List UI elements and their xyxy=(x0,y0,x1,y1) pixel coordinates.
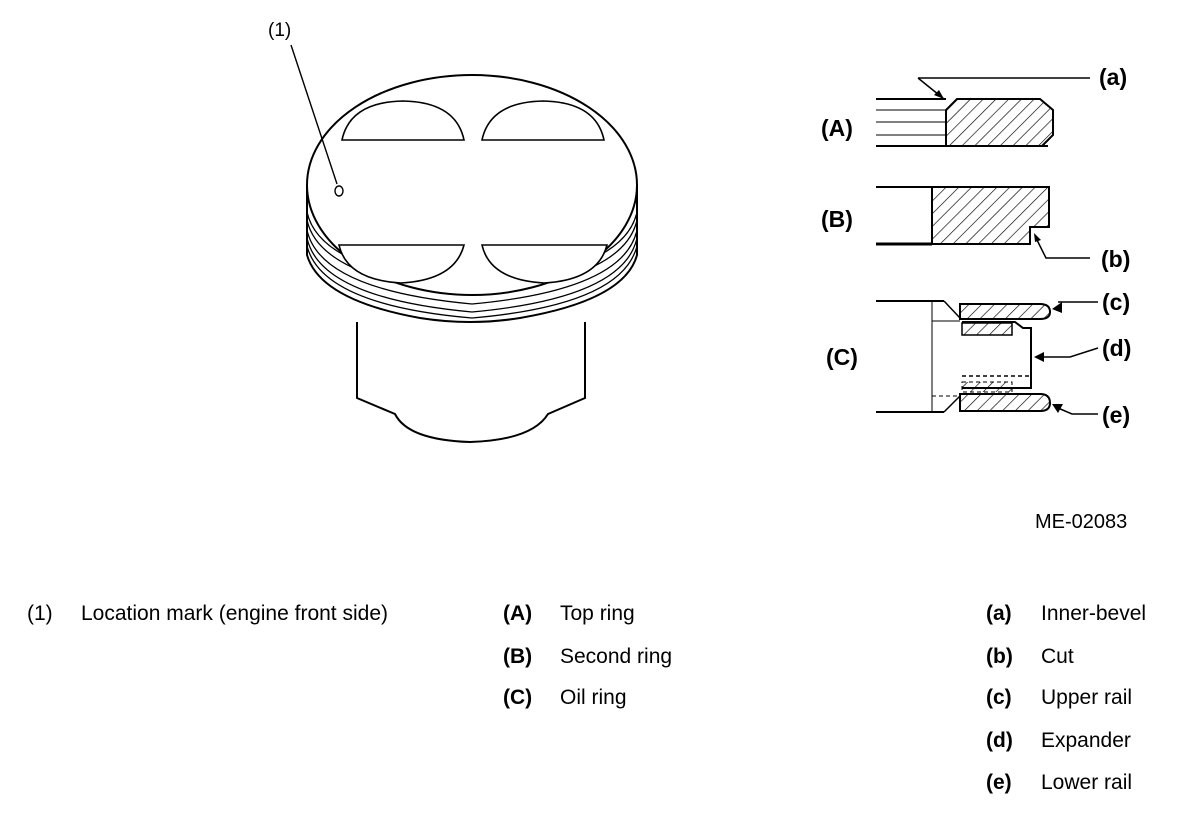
legend-item-1: (1) Location mark (engine front side) xyxy=(27,602,467,626)
valve-recess xyxy=(337,244,466,284)
ring-groove-line xyxy=(306,245,638,319)
expander-leader xyxy=(1037,347,1099,358)
detail-label-a: (a) xyxy=(1099,64,1127,90)
ring-groove-line xyxy=(306,237,638,313)
detail-label-c: (c) xyxy=(1102,289,1130,315)
legend-item-c-upper: (C) Oil ring xyxy=(503,686,743,710)
detail-label-d: (d) xyxy=(1102,335,1131,361)
ring-label-c: (C) xyxy=(826,344,858,370)
ring-label-b: (B) xyxy=(821,206,853,232)
figure-id: ME-02083 xyxy=(1035,511,1127,533)
lower-rail-leader xyxy=(1057,407,1098,415)
legend-item-a-upper: (A) Top ring xyxy=(503,602,743,626)
legend-code: (a) xyxy=(986,602,1012,625)
legend-item-e-lower: (e) Lower rail xyxy=(986,771,1186,795)
legend-desc: Location mark (engine front side) xyxy=(81,602,388,625)
legend-code: (c) xyxy=(986,686,1012,709)
detail-label-b: (b) xyxy=(1101,246,1130,272)
top-ring-profile xyxy=(945,98,1054,147)
legend-desc: Cut xyxy=(1041,645,1074,668)
legend-desc: Top ring xyxy=(560,602,635,625)
lower-rail-profile xyxy=(959,393,1052,412)
legend-desc: Lower rail xyxy=(1041,771,1133,794)
callout-1: (1) xyxy=(268,20,291,41)
legend-code: (B) xyxy=(503,645,533,668)
upper-rail-profile xyxy=(959,303,1052,320)
valve-recess xyxy=(481,100,605,141)
legend-code: (1) xyxy=(27,602,53,625)
oil-ring-section xyxy=(876,300,1099,415)
legend-desc: Expander xyxy=(1041,729,1131,752)
expander-profile xyxy=(962,321,1032,389)
legend-code: (A) xyxy=(503,602,533,625)
legend-desc: Oil ring xyxy=(560,686,627,709)
legend-item-b-lower: (b) Cut xyxy=(986,645,1186,669)
location-mark-leader xyxy=(290,44,338,185)
ring-label-a: (A) xyxy=(821,115,853,141)
valve-recess xyxy=(341,100,465,141)
legend-code: (b) xyxy=(986,645,1013,668)
ring-groove-line xyxy=(306,229,638,305)
detail-label-e: (e) xyxy=(1102,402,1130,428)
legend-code: (d) xyxy=(986,729,1013,752)
legend-desc: Second ring xyxy=(560,645,673,668)
valve-recesses xyxy=(337,100,609,284)
legend-item-a-lower: (a) Inner-bevel xyxy=(986,602,1186,626)
top-ring-section xyxy=(876,77,1090,147)
second-ring-section xyxy=(876,186,1090,259)
legend-desc: Inner-bevel xyxy=(1041,602,1147,625)
legend-code: (C) xyxy=(503,686,533,709)
legend-code: (e) xyxy=(986,771,1012,794)
cut-leader xyxy=(1034,235,1090,259)
legend-desc: Upper rail xyxy=(1041,686,1133,709)
legend-item-c-lower: (c) Upper rail xyxy=(986,686,1186,710)
legend-item-b-upper: (B) Second ring xyxy=(503,645,743,669)
piston-drawing xyxy=(290,44,638,444)
piston-skirt xyxy=(356,322,586,444)
legend-item-d-lower: (d) Expander xyxy=(986,729,1186,753)
valve-recess xyxy=(480,244,609,284)
location-mark xyxy=(334,185,344,197)
second-ring-profile xyxy=(931,186,1050,245)
